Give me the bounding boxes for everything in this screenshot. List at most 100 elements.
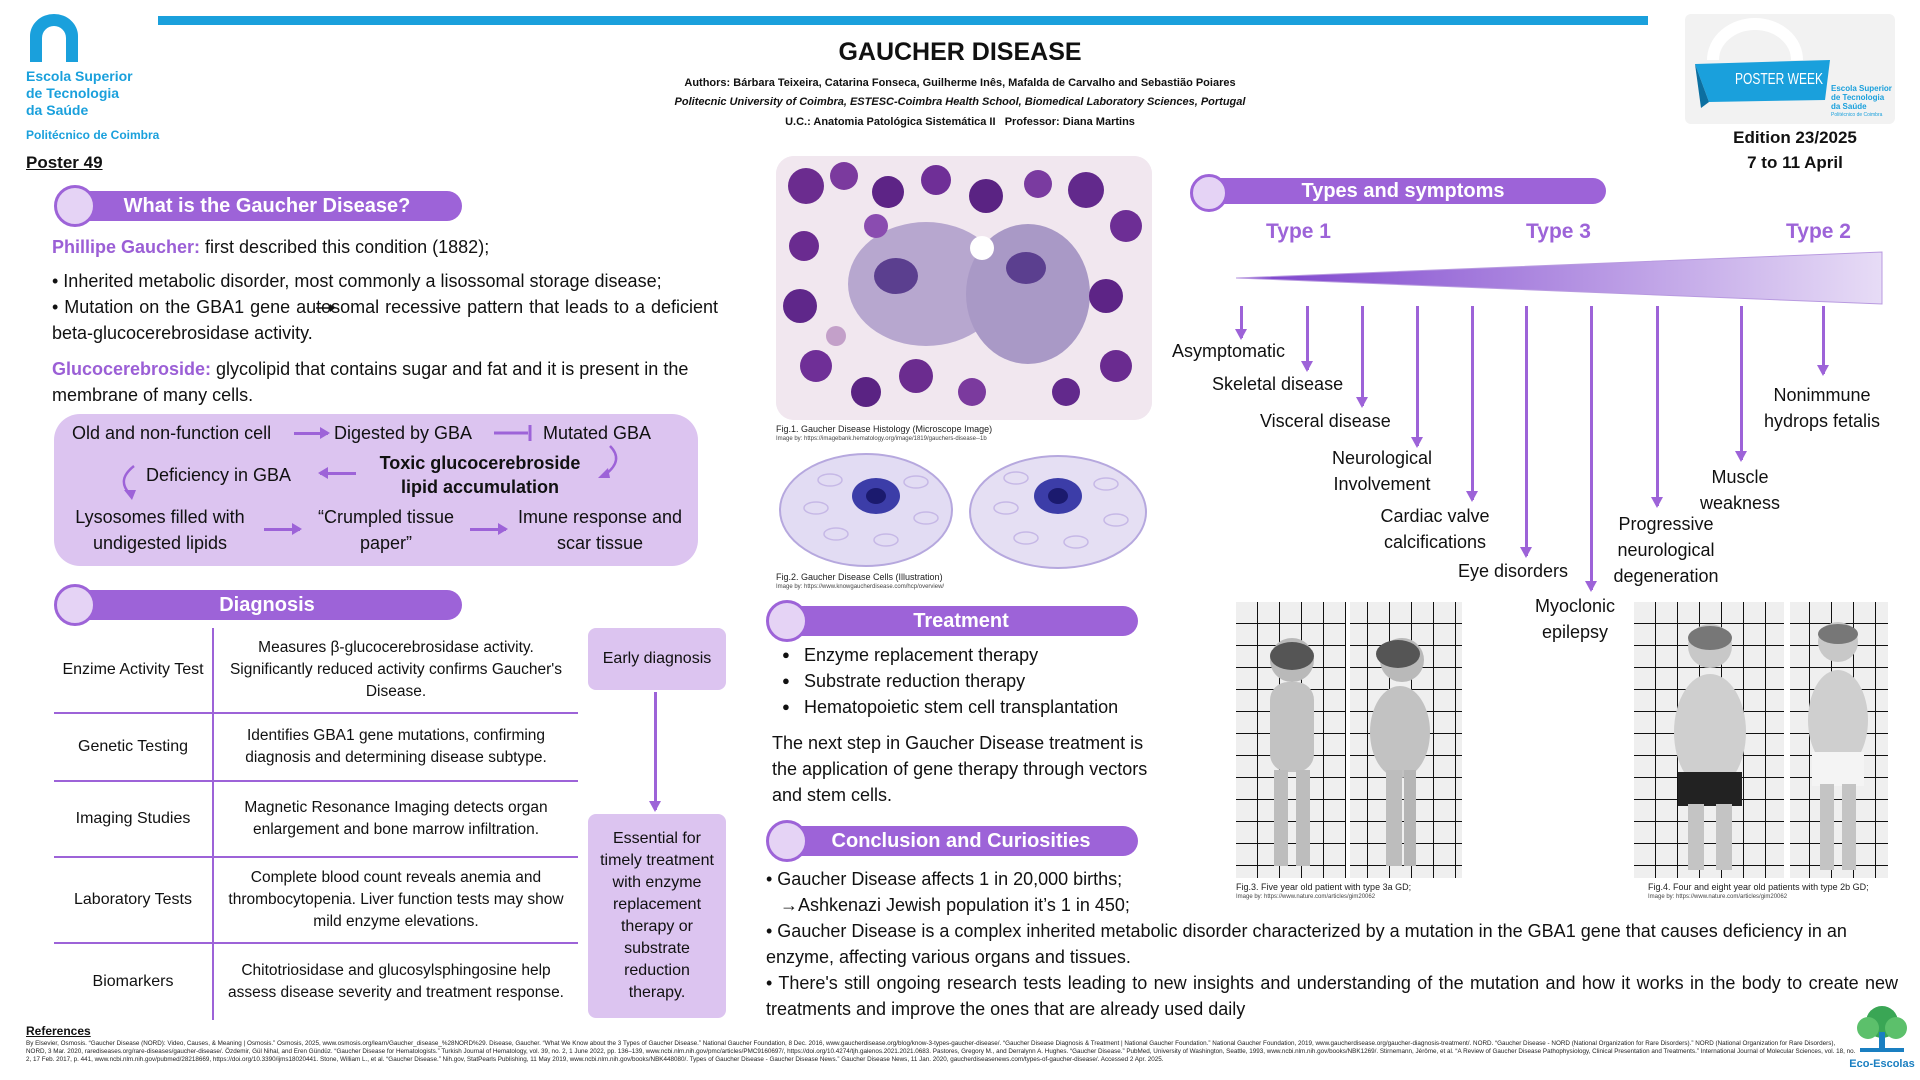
page-title: GAUCHER DISEASE — [838, 38, 1082, 66]
symptom-cardiac-2: calcifications — [1383, 532, 1487, 552]
edition-dates: 7 to 11 April — [1747, 153, 1843, 172]
diag-row-1: Enzime Activity Test Measures β-glucocer… — [54, 628, 578, 714]
diagnosis-circle — [54, 584, 96, 626]
symptom-asymptomatic: Asymptomatic — [1172, 341, 1286, 361]
poster-week-banner-icon — [1695, 18, 1830, 108]
school-name-4: Politécnico de Coimbra — [26, 128, 160, 142]
authors: Authors: Bárbara Teixeira, Catarina Fons… — [684, 77, 1236, 89]
conclusion-2: →Ashkenazi Jewish population it’s 1 in 4… — [780, 895, 1130, 915]
fig3-patient-photo — [1236, 602, 1462, 878]
fig1-caption: Fig.1. Gaucher Disease Histology (Micros… — [776, 424, 993, 434]
what-is-title-text: What is the Gaucher Disease? — [123, 194, 411, 217]
treatment-next: The next step in Gaucher Disease treatme… — [772, 733, 1148, 805]
flow-arrow-back — [318, 467, 356, 479]
diag-name-5: Biomarkers — [54, 944, 214, 1020]
flow-mutated: Mutated GBA — [543, 423, 652, 443]
pw-school-2: de Tecnologia — [1831, 93, 1885, 102]
diag-desc-4: Complete blood count reveals anemia and … — [228, 869, 564, 930]
fig3-caption: Fig.3. Five year old patient with type 3… — [1236, 882, 1412, 892]
symptom-visceral: Visceral disease — [1260, 411, 1391, 431]
arrow-eye — [1520, 306, 1532, 558]
fig2-caption: Fig.2. Gaucher Disease Cells (Illustrati… — [776, 572, 943, 582]
arrow-progressive — [1651, 306, 1663, 508]
symptom-hydrops-2: hydrops fetalis — [1763, 411, 1881, 431]
flow-arrow-1 — [294, 427, 330, 439]
diagnosis-title: Diagnosis — [72, 590, 462, 620]
arrow-myoclonic — [1585, 306, 1597, 592]
type-3-label: Type 3 — [1526, 220, 1591, 243]
symptom-progressive-2: neurological — [1617, 540, 1715, 560]
types-title-text: Types and symptoms — [1301, 179, 1505, 202]
types-title: Types and symptoms — [1200, 178, 1606, 204]
symptom-cardiac-1: Cardiac valve — [1380, 506, 1490, 526]
severity-wedge-icon — [1236, 251, 1883, 305]
eco-escolas-logo: Eco-Escolas — [1849, 1004, 1915, 1076]
symptom-hydrops-1: Nonimmune — [1773, 385, 1871, 405]
edition: Edition 23/2025 — [1733, 128, 1857, 147]
arrow-visceral — [1356, 306, 1368, 408]
pathology-flow — [54, 414, 698, 566]
fig1-source: Image by: https://imagebank.hematology.o… — [776, 436, 987, 442]
eco-tree-icon — [1857, 1006, 1907, 1052]
diag-row-2: Genetic Testing Identifies GBA1 gene mut… — [54, 714, 578, 782]
pw-school-3: da Saúde — [1831, 102, 1867, 111]
diag-row-5: Biomarkers Chitotriosidase and glucosyls… — [54, 944, 578, 1020]
treatment-item-1: Enzyme replacement therapy — [776, 642, 1176, 668]
school-arch-icon — [30, 14, 78, 62]
conclusion-4: • There's still ongoing research tests l… — [766, 973, 1898, 1019]
diag-row-3: Imaging Studies Magnetic Resonance Imagi… — [54, 782, 578, 858]
glucocerebroside-text: glycolipid that contains sugar and fat a… — [52, 359, 689, 405]
poster-number: Poster 49 — [26, 153, 103, 172]
symptom-progressive-1: Progressive — [1618, 514, 1714, 534]
flow-deficiency: Deficiency in GBA — [146, 465, 292, 485]
course: U.C.: Anatomia Patológica Sistemática II… — [785, 116, 1135, 128]
symptom-muscle-1: Muscle — [1711, 467, 1769, 487]
what-is-circle — [54, 185, 96, 227]
treatment-item-2: Substrate reduction therapy — [776, 668, 1176, 694]
diag-name-1: Enzime Activity Test — [54, 628, 214, 712]
conclusion-title: Conclusion and Curiosities — [784, 826, 1138, 856]
references-title: References — [26, 1024, 91, 1038]
gaucher-cells-icon — [779, 453, 1147, 569]
flow-immune-1: Imune response and — [517, 507, 683, 527]
flow-inhibit-icon — [494, 425, 532, 441]
diag-row-4: Laboratory Tests Complete blood count re… — [54, 858, 578, 944]
early-diagnosis-box: Early diagnosis — [588, 628, 726, 690]
fig2-cells-illustration — [776, 448, 1152, 572]
conclusion-circle — [766, 820, 808, 862]
what-is-b2: • Mutation on the GBA1 gene autosomal re… — [52, 297, 718, 343]
types-circle — [1190, 174, 1228, 212]
symptom-myoclonic-1: Myoclonic — [1534, 596, 1616, 616]
flow-old-cell: Old and non-function cell — [72, 423, 272, 443]
what-is-p2: Glucocerebroside: glycolipid that contai… — [52, 356, 718, 408]
arrow-asymptomatic — [1235, 306, 1247, 340]
fig4-source: Image by: https://www.nature.com/article… — [1648, 894, 1788, 900]
flow-crumpled-1: “Crumpled tissue — [317, 507, 455, 527]
affiliation: Politecnic University of Coimbra, ESTESC… — [674, 96, 1246, 108]
conclusion-title-text: Conclusion and Curiosities — [831, 829, 1091, 852]
treatment-title-text: Treatment — [913, 609, 1009, 632]
arrow-neuro — [1411, 306, 1423, 448]
treatment-circle — [766, 600, 808, 642]
school-name-2: de Tecnologia — [26, 85, 120, 101]
what-is-b1: • Inherited metabolic disorder, most com… — [52, 271, 662, 291]
flow-crumpled-2: paper” — [359, 533, 413, 553]
symptom-eye: Eye disorders — [1458, 561, 1569, 581]
arrow-skeletal — [1301, 306, 1313, 372]
symptom-neuro-2: Involvement — [1333, 474, 1431, 494]
poster-week-logo: POSTER WEEK Escola Superior de Tecnologi… — [1685, 14, 1895, 124]
arrow-hydrops — [1817, 306, 1829, 376]
flow-toxic-1: Toxic glucocerebroside — [379, 453, 581, 473]
phillipe-label: Phillipe Gaucher: — [52, 237, 201, 257]
arrow-cardiac — [1466, 306, 1478, 502]
fig4-caption: Fig.4. Four and eight year old patients … — [1648, 882, 1869, 892]
school-name-3: da Saúde — [26, 102, 89, 118]
diag-desc-1: Measures β-glucocerebrosidase activity. … — [229, 639, 563, 700]
type-1-label: Type 1 — [1266, 220, 1331, 243]
diag-name-3: Imaging Studies — [54, 782, 214, 856]
patient-type3-icon — [1236, 602, 1462, 878]
fig3-source: Image by: https://www.nature.com/article… — [1236, 894, 1376, 900]
arrow-muscle — [1735, 306, 1747, 462]
what-is-title: What is the Gaucher Disease? — [72, 191, 462, 221]
histology-cells-icon — [776, 156, 1152, 420]
